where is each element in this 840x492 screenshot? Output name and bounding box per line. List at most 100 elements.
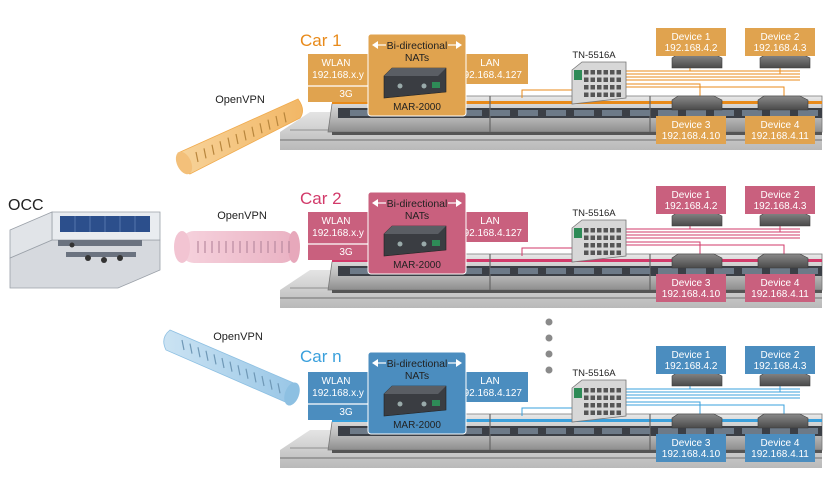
car-title: Car 1: [300, 31, 342, 50]
device-ip: 192.168.4.3: [754, 43, 807, 54]
device-name: Device 4: [761, 438, 800, 449]
router-label: MAR-2000: [393, 102, 441, 113]
device-unit-1: [671, 53, 723, 69]
device-3-label-box: [656, 434, 726, 462]
lan-links: [521, 224, 800, 256]
lan-label: LAN: [480, 216, 499, 227]
device-4-label-box: [745, 116, 815, 144]
device-1-label-box: [656, 28, 726, 56]
wlan-box: [308, 54, 378, 102]
wlan-ip: 192.168.x.y: [312, 70, 364, 81]
lan-label: LAN: [480, 58, 499, 69]
wlan-box: [308, 372, 378, 420]
openvpn-label: OpenVPN: [213, 331, 263, 343]
device-3-label-box: [656, 116, 726, 144]
device-name: Device 1: [672, 190, 711, 201]
car-row-3: OpenVPNTN-5516AWLAN192.168.x.y3GLAN192.1…: [163, 329, 823, 468]
wlan-ip: 192.168.x.y: [312, 388, 364, 399]
lan-ip: 192.168.4.127: [458, 70, 522, 81]
wlan-box: [308, 212, 378, 260]
wlan-label: WLAN: [322, 58, 351, 69]
lan-ip: 192.168.4.127: [458, 388, 522, 399]
device-unit-4: [757, 413, 809, 429]
device-1-label-box: [656, 186, 726, 214]
device-4-label-box: [745, 434, 815, 462]
car-row-1: OpenVPNTN-5516AWLAN192.168.x.y3GLAN192.1…: [175, 28, 823, 175]
switch-label: TN-5516A: [572, 368, 616, 379]
tn-5516a-switch: [571, 379, 627, 423]
device-name: Device 2: [761, 32, 800, 43]
mar-2000-router: [367, 351, 467, 435]
lan-label: LAN: [480, 376, 499, 387]
device-unit-3: [671, 413, 723, 429]
wlan-label: WLAN: [322, 376, 351, 387]
device-name: Device 4: [761, 120, 800, 131]
nat-label-line1: Bi-directional: [387, 198, 448, 210]
device-4-label-box: [745, 274, 815, 302]
device-name: Device 2: [761, 350, 800, 361]
device-ip: 192.168.4.10: [662, 449, 721, 460]
g3-label: 3G: [339, 247, 353, 258]
g3-label: 3G: [339, 89, 353, 100]
device-ip: 192.168.4.3: [754, 361, 807, 372]
device-name: Device 1: [672, 350, 711, 361]
switch-label: TN-5516A: [572, 208, 616, 219]
device-name: Device 2: [761, 190, 800, 201]
g3-label: 3G: [339, 407, 353, 418]
lan-ip: 192.168.4.127: [458, 228, 522, 239]
device-unit-2: [759, 53, 811, 69]
lan-links: [521, 66, 800, 98]
openvpn-tunnel: [163, 329, 300, 406]
router-label: MAR-2000: [393, 260, 441, 271]
device-ip: 192.168.4.2: [665, 43, 718, 54]
device-2-label-box: [745, 186, 815, 214]
car-title: Car 2: [300, 189, 342, 208]
openvpn-label: OpenVPN: [217, 210, 267, 222]
switch-label: TN-5516A: [572, 50, 616, 61]
device-unit-3: [671, 253, 723, 269]
device-unit-4: [757, 95, 809, 111]
device-unit-2: [759, 371, 811, 387]
device-ip: 192.168.4.11: [751, 131, 809, 142]
wlan-ip: 192.168.x.y: [312, 228, 364, 239]
device-ip: 192.168.4.11: [751, 449, 809, 460]
device-unit-4: [757, 253, 809, 269]
router-label: MAR-2000: [393, 420, 441, 431]
device-name: Device 3: [672, 120, 711, 131]
more-cars-ellipsis: [545, 318, 553, 374]
mar-2000-router: [367, 191, 467, 275]
device-unit-2: [759, 211, 811, 227]
device-ip: 192.168.4.2: [665, 361, 718, 372]
nat-label-line2: NATs: [405, 52, 429, 64]
device-unit-1: [671, 211, 723, 227]
device-name: Device 3: [672, 438, 711, 449]
nat-label-line1: Bi-directional: [387, 358, 448, 370]
tn-5516a-switch: [571, 219, 627, 263]
device-name: Device 1: [672, 32, 711, 43]
tn-5516a-switch: [571, 61, 627, 105]
mar-2000-router: [367, 33, 467, 117]
device-name: Device 3: [672, 278, 711, 289]
nat-label-line2: NATs: [405, 210, 429, 222]
device-2-label-box: [745, 346, 815, 374]
device-unit-1: [671, 371, 723, 387]
car-title: Car n: [300, 347, 342, 366]
device-2-label-box: [745, 28, 815, 56]
nat-label-line1: Bi-directional: [387, 40, 448, 52]
device-ip: 192.168.4.10: [662, 131, 721, 142]
occ-control-room: [9, 211, 161, 289]
nat-label-line2: NATs: [405, 370, 429, 382]
openvpn-label: OpenVPN: [215, 94, 265, 106]
device-ip: 192.168.4.2: [665, 201, 718, 212]
device-ip: 192.168.4.3: [754, 201, 807, 212]
occ-label: OCC: [8, 197, 44, 214]
device-1-label-box: [656, 346, 726, 374]
wlan-label: WLAN: [322, 216, 351, 227]
device-ip: 192.168.4.10: [662, 289, 721, 300]
device-3-label-box: [656, 274, 726, 302]
device-unit-3: [671, 95, 723, 111]
openvpn-tunnel: [174, 231, 300, 263]
device-ip: 192.168.4.11: [751, 289, 809, 300]
